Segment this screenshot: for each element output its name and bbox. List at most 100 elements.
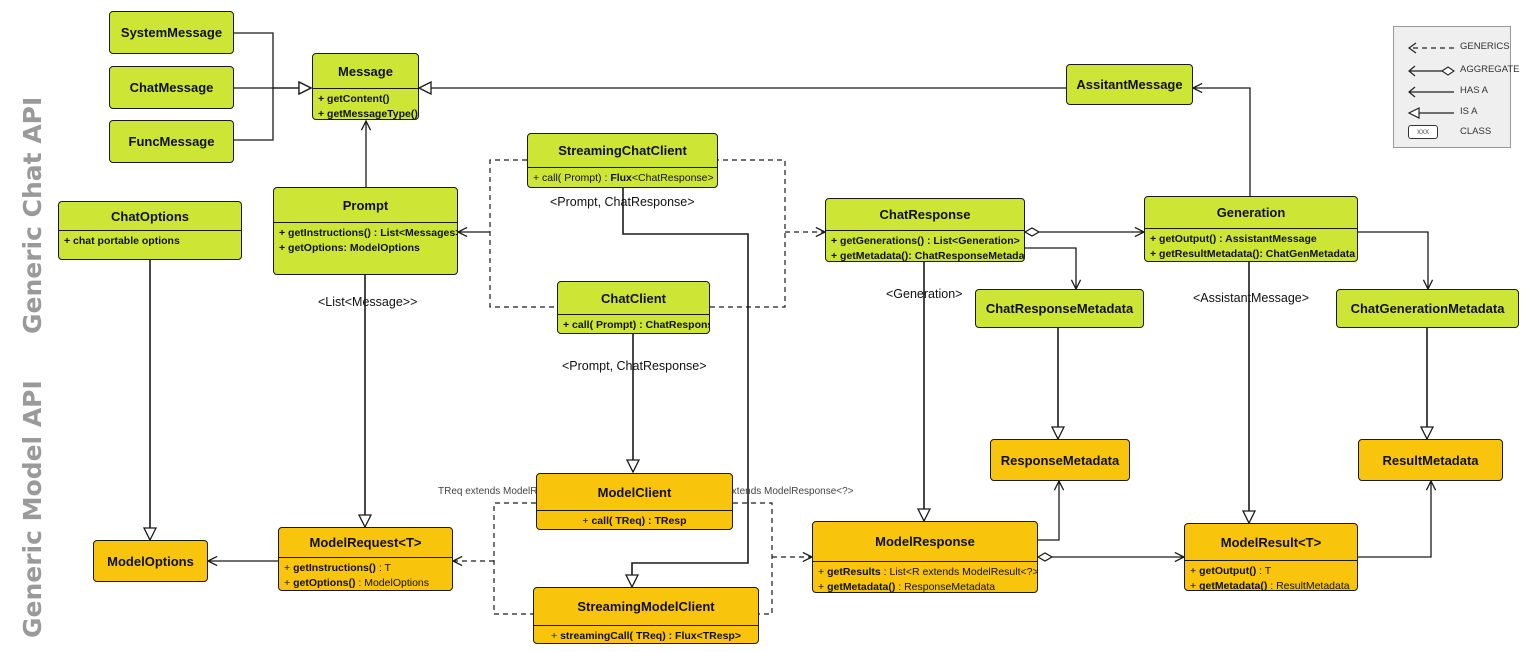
legend-row-aggregate: AGGREGATE	[1394, 63, 1519, 79]
legend-row-has-a: HAS A	[1394, 84, 1512, 100]
open-arrow-icon	[1408, 86, 1454, 98]
class-streaming-chat-client: StreamingChatClient + call( Prompt) : Flu…	[527, 133, 718, 188]
line-generation-to-genmetadata	[1358, 231, 1428, 289]
label-chatresponse-generics: <Generation>	[886, 287, 963, 301]
label-treq-generics: TReq extends ModelRequest<?>	[438, 486, 585, 497]
class-member: + call( Prompt) : ChatResponse	[563, 319, 710, 331]
class-name: Message	[338, 63, 393, 79]
line-streaming-to-streamingmodel	[622, 188, 749, 587]
line-modelresponse-to-responsemeta	[1038, 481, 1059, 541]
class-chat-generation-metadata: ChatGenerationMetadata	[1336, 289, 1519, 328]
class-member: + call( TReq) : TResp	[582, 515, 687, 527]
class-name: AssitantMessage	[1076, 77, 1183, 92]
class-system-message: SystemMessage	[109, 11, 234, 54]
class-members: + getOutput() : AssistantMessage + getRes…	[1145, 228, 1357, 261]
generics-chat-loop	[489, 159, 786, 308]
class-members: + getInstructions() : T + getOptions() : …	[279, 557, 452, 590]
class-members: + call( Prompt) : Flux<ChatResponse>	[528, 167, 717, 186]
class-streaming-model-client: StreamingModelClient + streamingCall( TRe…	[533, 587, 759, 644]
class-name: ChatClient	[601, 290, 666, 306]
line-modelresult-to-resultmeta	[1358, 481, 1431, 558]
class-chat-options: ChatOptions + chat portable options	[58, 201, 242, 260]
class-model-response: ModelResponse + getResults : List<R exten…	[812, 521, 1038, 593]
hollow-triangle-icon	[1407, 107, 1454, 119]
class-name: StreamingChatClient	[558, 143, 687, 158]
label-generation-generics: <AssistantMessage>	[1193, 291, 1310, 305]
class-members: + getInstructions() : List<Messages> + ge…	[274, 222, 457, 256]
line-chatresponse-to-metadata	[1025, 247, 1076, 289]
class-name: StreamingModelClient	[577, 599, 715, 614]
class-name: ChatOptions	[111, 208, 189, 224]
class-member: + getOptions: ModelOptions	[279, 242, 420, 254]
class-chat-response: ChatResponse+ getGenerations() : List<Ge…	[825, 198, 1025, 262]
class-member: + streamingCall( TReq) : Flux<TResp>	[551, 630, 741, 642]
side-label-model-api: Generic Model API	[18, 380, 47, 638]
class-members: + streamingCall( TReq) : Flux<TResp>	[534, 625, 758, 643]
class-name: ChatMessage	[129, 80, 214, 95]
label-prompt-generics: <List<Message>>	[318, 295, 418, 309]
class-members: + chat portable options	[59, 230, 241, 249]
class-member: + getMessageType()	[318, 108, 418, 120]
legend-label: IS A	[1460, 106, 1478, 117]
class-result-metadata: ResultMetadata	[1358, 439, 1503, 481]
class-name: ModelResult<T>	[1220, 534, 1322, 550]
legend-label: AGGREGATE	[1460, 64, 1520, 75]
class-name: Generation	[1216, 205, 1286, 220]
legend-row-generics: GENERICS	[1394, 40, 1512, 56]
legend-label: HAS A	[1460, 85, 1488, 96]
class-member: + getContent()	[318, 93, 390, 105]
class-assistant-message: AssitantMessage	[1066, 64, 1193, 105]
class-members: + getOutput() : T+ getMetadata() : Resul…	[1185, 560, 1357, 590]
class-members: + call( Prompt) : ChatResponse	[558, 314, 709, 333]
label-chatclient-generics: <Prompt, ChatResponse>	[562, 359, 707, 373]
class-box-icon: xxx	[1408, 125, 1438, 139]
label-streaming-generics: <Prompt, ChatResponse>	[550, 195, 695, 209]
class-name: ModelClient	[597, 484, 672, 500]
class-name: ModelResponse	[875, 534, 975, 549]
dashed-arrow-icon	[1407, 42, 1454, 54]
class-member: + chat portable options	[64, 235, 180, 247]
generics-model-loop	[493, 502, 773, 615]
class-name: ModelOptions	[107, 553, 194, 569]
legend-row-class: xxx CLASS	[1394, 125, 1512, 141]
class-name: ResultMetadata	[1382, 452, 1479, 468]
class-model-request: ModelRequest<T>+ getInstructions() : T+ …	[278, 527, 453, 591]
class-name: ResponseMetadata	[1000, 452, 1120, 468]
class-name: FuncMessage	[128, 134, 215, 149]
class-prompt: Prompt + getInstructions() : List<Message…	[273, 187, 458, 275]
class-name: Prompt	[342, 197, 389, 213]
class-message: Message + getContent() + getMessageType()	[312, 53, 419, 120]
line-generation-to-assistant	[1193, 88, 1251, 196]
label-tresp-generics: TResp extends ModelResponse<?>	[694, 486, 854, 497]
class-name: ChatResponseMetadata	[985, 301, 1134, 316]
class-model-options: ModelOptions	[93, 540, 208, 582]
class-member: + getResultMetadata(): ChatGenMetadata	[1150, 248, 1356, 260]
class-model-result: ModelResult<T> + getOutput() : T+ getMeta…	[1184, 523, 1358, 591]
class-member: + getGenerations() : List<Generation>	[831, 235, 1020, 247]
class-generation: Generation + getOutput() : AssistantMessa…	[1144, 196, 1358, 262]
class-name: ChatGenerationMetadata	[1350, 301, 1505, 316]
legend: GENERICS AGGREGATE HAS A IS A xxx CLASS	[1393, 26, 1519, 148]
line-system-to-message	[234, 32, 311, 88]
class-member: + getOptions() : ModelOptions	[284, 577, 430, 589]
class-members: + getContent() + getMessageType()	[313, 88, 418, 120]
class-response-metadata: ResponseMetadata	[990, 439, 1130, 481]
class-member: + getInstructions() : List<Messages>	[279, 227, 458, 239]
class-chat-message: ChatMessage	[109, 66, 234, 109]
class-chat-client: ChatClient + call( Prompt) : ChatResponse	[557, 281, 710, 334]
line-func-to-message	[234, 88, 274, 141]
class-member: + getOutput() : T	[1190, 565, 1272, 577]
class-member: + getMetadata(): ChatResponseMetadata	[831, 250, 1025, 262]
class-members: + call( TReq) : TResp	[537, 510, 732, 529]
side-label-chat-api: Generic Chat API	[18, 96, 47, 334]
class-name: ModelRequest<T>	[309, 535, 422, 550]
legend-label: CLASS	[1460, 126, 1492, 137]
class-member: + getOutput() : AssistantMessage	[1150, 233, 1317, 245]
class-member: + getInstructions() : T	[284, 562, 391, 574]
class-member: + getMetadata() : ResponseMetadata	[818, 581, 996, 593]
class-name: SystemMessage	[120, 25, 223, 40]
class-member: + call( Prompt) : Flux<ChatResponse>	[533, 172, 714, 184]
class-members: + getResults : List<R extends ModelResul…	[813, 561, 1037, 593]
class-func-message: FuncMessage	[109, 120, 234, 163]
